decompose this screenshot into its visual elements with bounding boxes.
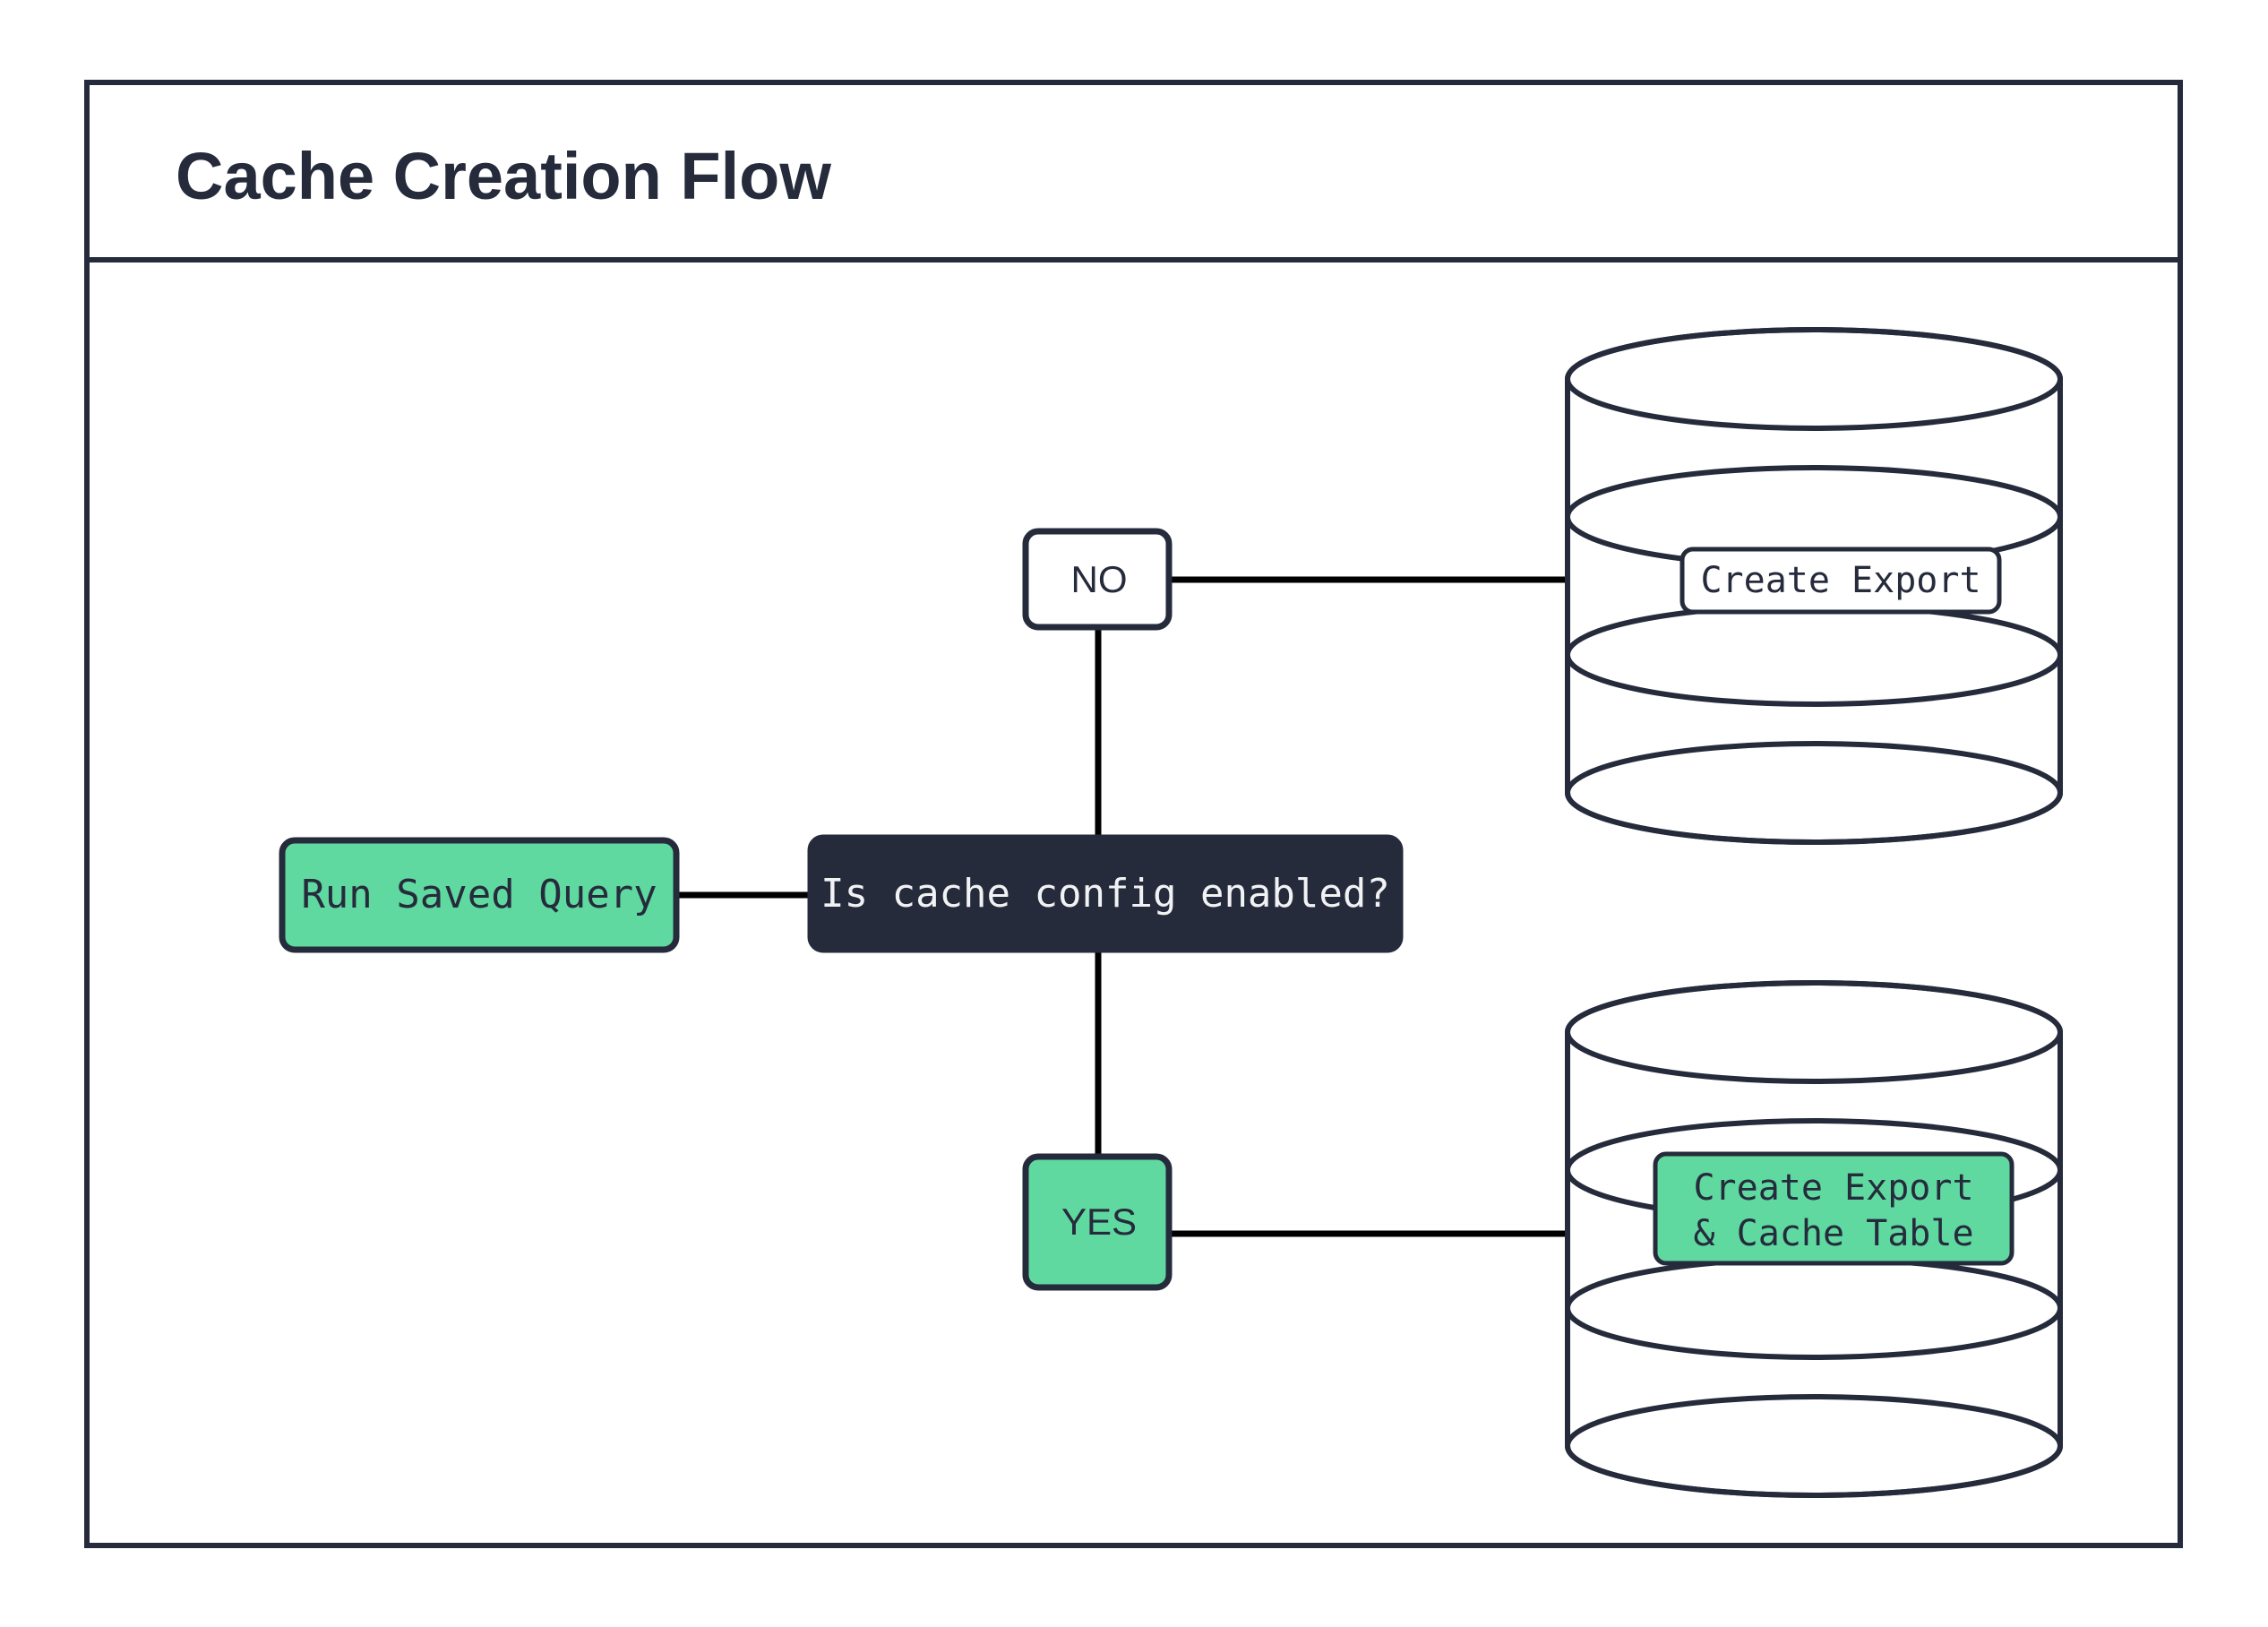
database-top-label: Create Export [1700,560,1980,601]
run-saved-query-box[interactable] [279,837,680,953]
page-title: Cache Creation Flow [176,139,831,213]
database-bottom-label-line1: Create Export [1693,1167,1973,1209]
node-branch-yes[interactable]: YES [1022,1153,1173,1291]
branch-yes-label: YES [1061,1201,1137,1243]
cylinder-layer-4-top [1565,741,2063,845]
cylinder-layer-1-top [1565,327,2063,431]
database-bottom-label-box [1653,1151,2015,1266]
run-saved-query-label: Run Saved Query [301,872,657,917]
decision-box[interactable] [807,834,1404,953]
node-is-cache-config-enabled[interactable]: Is cache config enabled? [807,834,1404,953]
branch-no-label: NO [1071,558,1128,600]
database-cylinder-top: Create Export [1565,327,2063,845]
node-branch-no[interactable]: NO [1022,528,1173,631]
database-cylinder-bottom: Create Export & Cache Table [1565,980,2063,1498]
cylinder-layer-1-bottom [1565,980,2063,1084]
decision-label: Is cache config enabled? [820,871,1390,917]
database-bottom-label-line2: & Cache Table [1693,1213,1973,1254]
branch-no-box[interactable] [1022,528,1173,631]
database-top-label-box [1680,547,2002,615]
branch-yes-box[interactable] [1022,1153,1173,1291]
cylinder-layer-4-bottom [1565,1394,2063,1498]
node-run-saved-query[interactable]: Run Saved Query [279,837,680,953]
